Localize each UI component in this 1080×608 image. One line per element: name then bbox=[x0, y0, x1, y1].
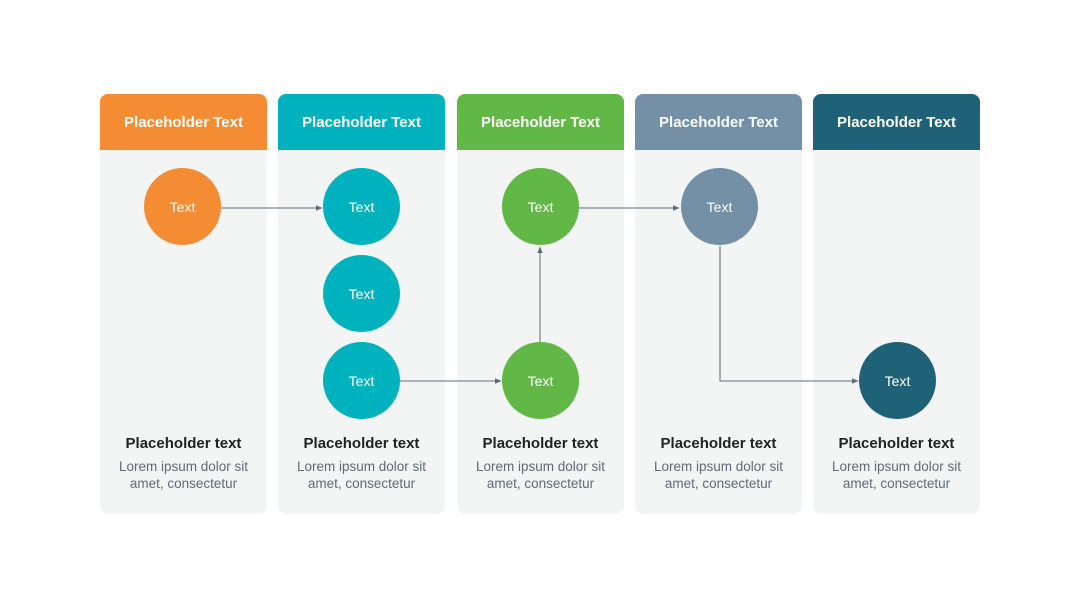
column-3-header: Placeholder Text bbox=[457, 94, 624, 150]
node-2-label: Text bbox=[348, 198, 375, 215]
column-1-description: Lorem ipsum dolor sit amet, consectetur bbox=[118, 459, 249, 491]
node-6: Text bbox=[502, 168, 579, 245]
column-3-header-text: Placeholder Text bbox=[481, 113, 600, 131]
node-7-label: Text bbox=[706, 198, 733, 215]
column-2: Placeholder Text Placeholder text Lorem … bbox=[278, 94, 445, 514]
node-8: Text bbox=[859, 342, 936, 419]
column-2-description: Lorem ipsum dolor sit amet, consectetur bbox=[296, 459, 427, 491]
column-1-title: Placeholder text bbox=[125, 435, 242, 452]
column-5-title: Placeholder text bbox=[838, 435, 955, 452]
column-5-header: Placeholder Text bbox=[813, 94, 980, 150]
column-4-title: Placeholder text bbox=[660, 435, 777, 452]
column-2-title: Placeholder text bbox=[303, 435, 420, 452]
node-1-label: Text bbox=[169, 198, 196, 215]
node-3-label: Text bbox=[348, 285, 375, 302]
node-3: Text bbox=[323, 255, 400, 332]
node-8-label: Text bbox=[884, 372, 911, 389]
column-2-header-text: Placeholder Text bbox=[302, 113, 421, 131]
column-5-header-text: Placeholder Text bbox=[837, 113, 956, 131]
column-4-header: Placeholder Text bbox=[635, 94, 802, 150]
column-4: Placeholder Text Placeholder text Lorem … bbox=[635, 94, 802, 514]
column-4-header-text: Placeholder Text bbox=[659, 113, 778, 131]
column-5: Placeholder Text Placeholder text Lorem … bbox=[813, 94, 980, 514]
column-3-title: Placeholder text bbox=[482, 435, 599, 452]
node-6-label: Text bbox=[527, 198, 554, 215]
column-1-header: Placeholder Text bbox=[100, 94, 267, 150]
node-2: Text bbox=[323, 168, 400, 245]
node-4: Text bbox=[323, 342, 400, 419]
node-7: Text bbox=[681, 168, 758, 245]
column-4-description: Lorem ipsum dolor sit amet, consectetur bbox=[653, 459, 784, 491]
node-1: Text bbox=[144, 168, 221, 245]
node-5-label: Text bbox=[527, 372, 554, 389]
node-5: Text bbox=[502, 342, 579, 419]
column-3: Placeholder Text Placeholder text Lorem … bbox=[457, 94, 624, 514]
column-1: Placeholder Text Placeholder text Lorem … bbox=[100, 94, 267, 514]
node-4-label: Text bbox=[348, 372, 375, 389]
column-5-description: Lorem ipsum dolor sit amet, consectetur bbox=[831, 459, 962, 491]
column-3-description: Lorem ipsum dolor sit amet, consectetur bbox=[475, 459, 606, 491]
column-1-header-text: Placeholder Text bbox=[124, 113, 243, 131]
column-2-header: Placeholder Text bbox=[278, 94, 445, 150]
